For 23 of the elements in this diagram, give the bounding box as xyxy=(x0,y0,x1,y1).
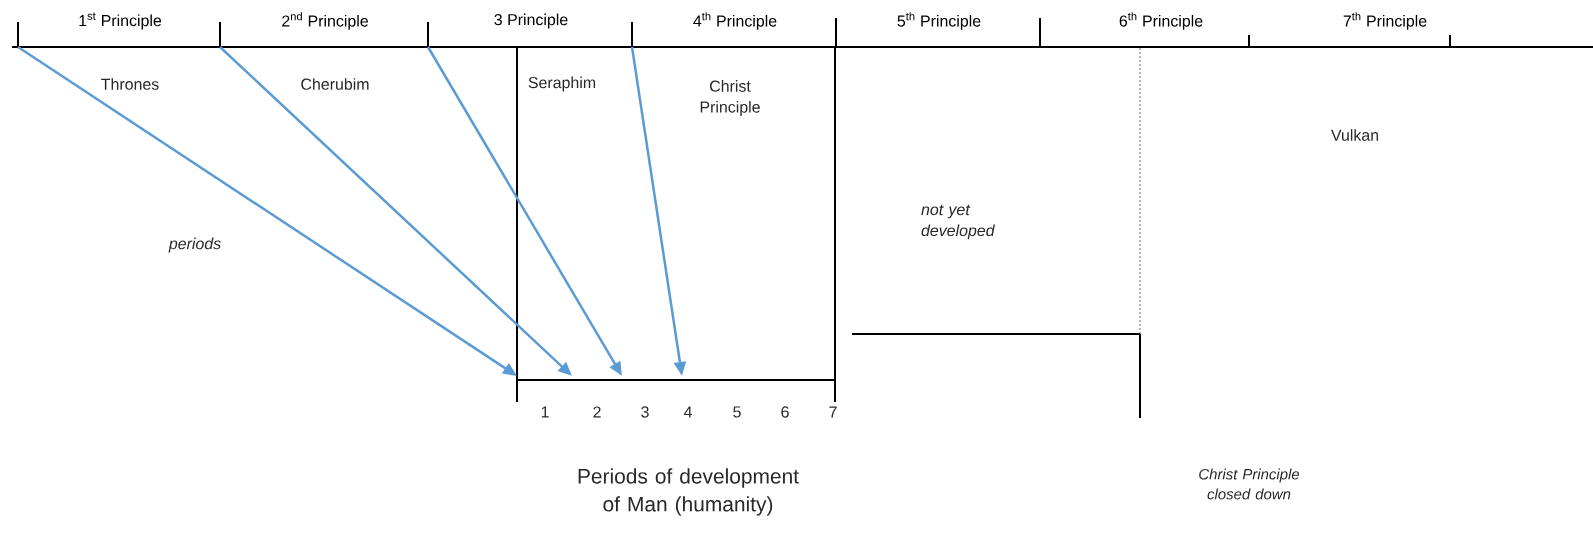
vulkan-label: Vulkan xyxy=(1331,129,1379,141)
angel-label: Christ Principle xyxy=(700,80,760,116)
caption-text: Periods of development of Man (humanity) xyxy=(578,468,799,516)
period-number: 5 xyxy=(733,406,741,418)
angel-label: Seraphim xyxy=(528,76,596,92)
principle-label: 2$^{nd}$ Principle xyxy=(282,12,368,30)
principle-label: 7$^{th}$ Principle xyxy=(1343,12,1427,30)
period-number: 3 xyxy=(641,406,649,418)
angel-label: Thrones xyxy=(101,78,159,90)
angel-label: Cherubim xyxy=(301,78,369,90)
principle-label: 1$^{st}$ Principle xyxy=(79,12,162,30)
period-number: 7 xyxy=(829,406,837,418)
note-text: Christ Principle closed down xyxy=(1199,468,1300,500)
principle-label: 5$^{th}$ Principle xyxy=(897,12,981,30)
principle-label: 4$^{th}$ Principle xyxy=(693,12,777,30)
note-text: periods xyxy=(168,237,221,253)
period-number: 6 xyxy=(781,406,789,418)
principle-label: 6$^{th}$ Principle xyxy=(1119,12,1203,30)
period-number: 4 xyxy=(683,406,692,418)
period-number: 1 xyxy=(541,406,549,418)
period-number: 2 xyxy=(593,406,601,418)
note-text: not yet developed xyxy=(921,204,995,240)
principle-label: 3 Principle xyxy=(494,13,568,29)
